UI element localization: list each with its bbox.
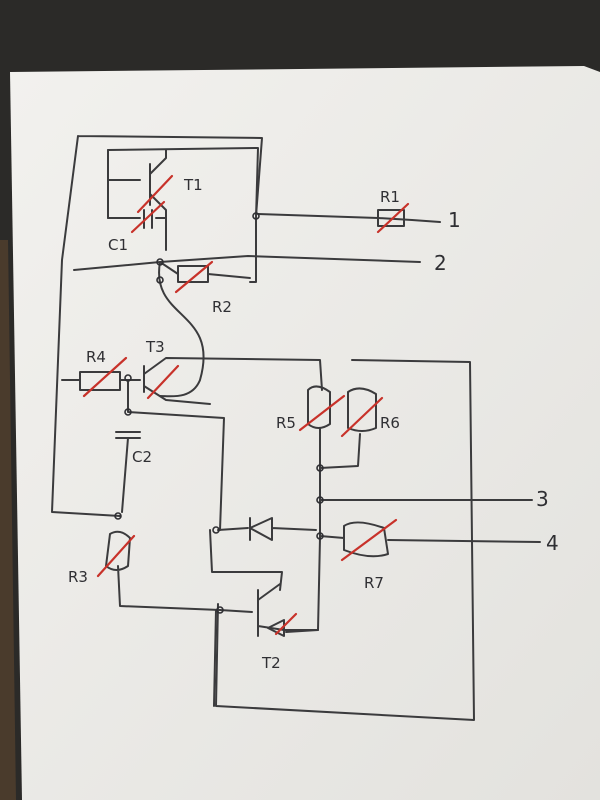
- node: [156, 276, 164, 284]
- t2-strike: [274, 612, 298, 636]
- r5-strike: [298, 394, 346, 432]
- label-r6: R6: [380, 414, 400, 432]
- terminal-1-wire: [257, 213, 441, 223]
- paper-sheet: [10, 66, 600, 800]
- t2-emitter-arrow: [267, 619, 285, 637]
- c1-strike: [130, 200, 166, 234]
- t3-curved-wire: [158, 261, 205, 398]
- r3-component-symbol: [105, 530, 221, 611]
- label-t2: T2: [261, 654, 281, 672]
- node: [124, 408, 132, 416]
- outer-left-rail: [51, 135, 263, 517]
- label-r5: R5: [276, 414, 296, 432]
- label-t1: T1: [183, 176, 203, 194]
- component-labels: T1 C1 R1 R2 T3 R4 C2 R5 R6 R3 R7 T2: [68, 176, 400, 672]
- label-r3: R3: [68, 568, 88, 586]
- r7-strike: [340, 518, 398, 562]
- terminal-3-label: 3: [536, 487, 549, 511]
- node: [156, 258, 164, 266]
- diode-symbol: [217, 517, 317, 541]
- label-c2: C2: [132, 448, 152, 466]
- r7-component-and-terminal-4-wire: [319, 521, 541, 558]
- node: [316, 496, 324, 504]
- circuit-wiring: [51, 135, 541, 721]
- c2-capacitor-symbol: [115, 381, 225, 531]
- r5-component-symbol: [307, 385, 331, 429]
- node: [316, 532, 324, 540]
- r2-right-lead: [207, 273, 251, 279]
- node: [216, 606, 224, 614]
- t1-strike: [136, 174, 174, 214]
- terminal-1-label: 1: [448, 208, 461, 232]
- t1-box-wire: [107, 147, 259, 283]
- r4-strike: [82, 356, 128, 398]
- t2-transistor-symbol: [209, 529, 319, 637]
- terminal-4-label: 4: [546, 531, 559, 555]
- label-c1: C1: [108, 236, 128, 254]
- node: [114, 512, 122, 520]
- terminal-labels: 1 2 3 4: [434, 208, 559, 555]
- label-r1: R1: [380, 188, 400, 206]
- label-r2: R2: [212, 298, 232, 316]
- c1-capacitor-symbol: [107, 209, 167, 229]
- r1-resistor-symbol: [377, 209, 405, 227]
- wooden-edge: [0, 240, 16, 800]
- node: [212, 526, 220, 534]
- terminal-2-label: 2: [434, 251, 447, 275]
- r6-component-and-rail: [215, 359, 475, 721]
- node: [252, 212, 260, 220]
- node: [316, 464, 324, 472]
- r3-strike: [96, 534, 136, 578]
- label-t3: T3: [145, 338, 165, 356]
- t3-strike: [146, 364, 180, 400]
- r2-strike: [174, 260, 214, 294]
- label-r4: R4: [86, 348, 106, 366]
- r1-strike: [376, 202, 410, 234]
- label-r7: R7: [364, 574, 384, 592]
- r6-strike: [340, 396, 384, 438]
- t2-base-return-wire: [213, 609, 217, 707]
- node: [124, 374, 132, 382]
